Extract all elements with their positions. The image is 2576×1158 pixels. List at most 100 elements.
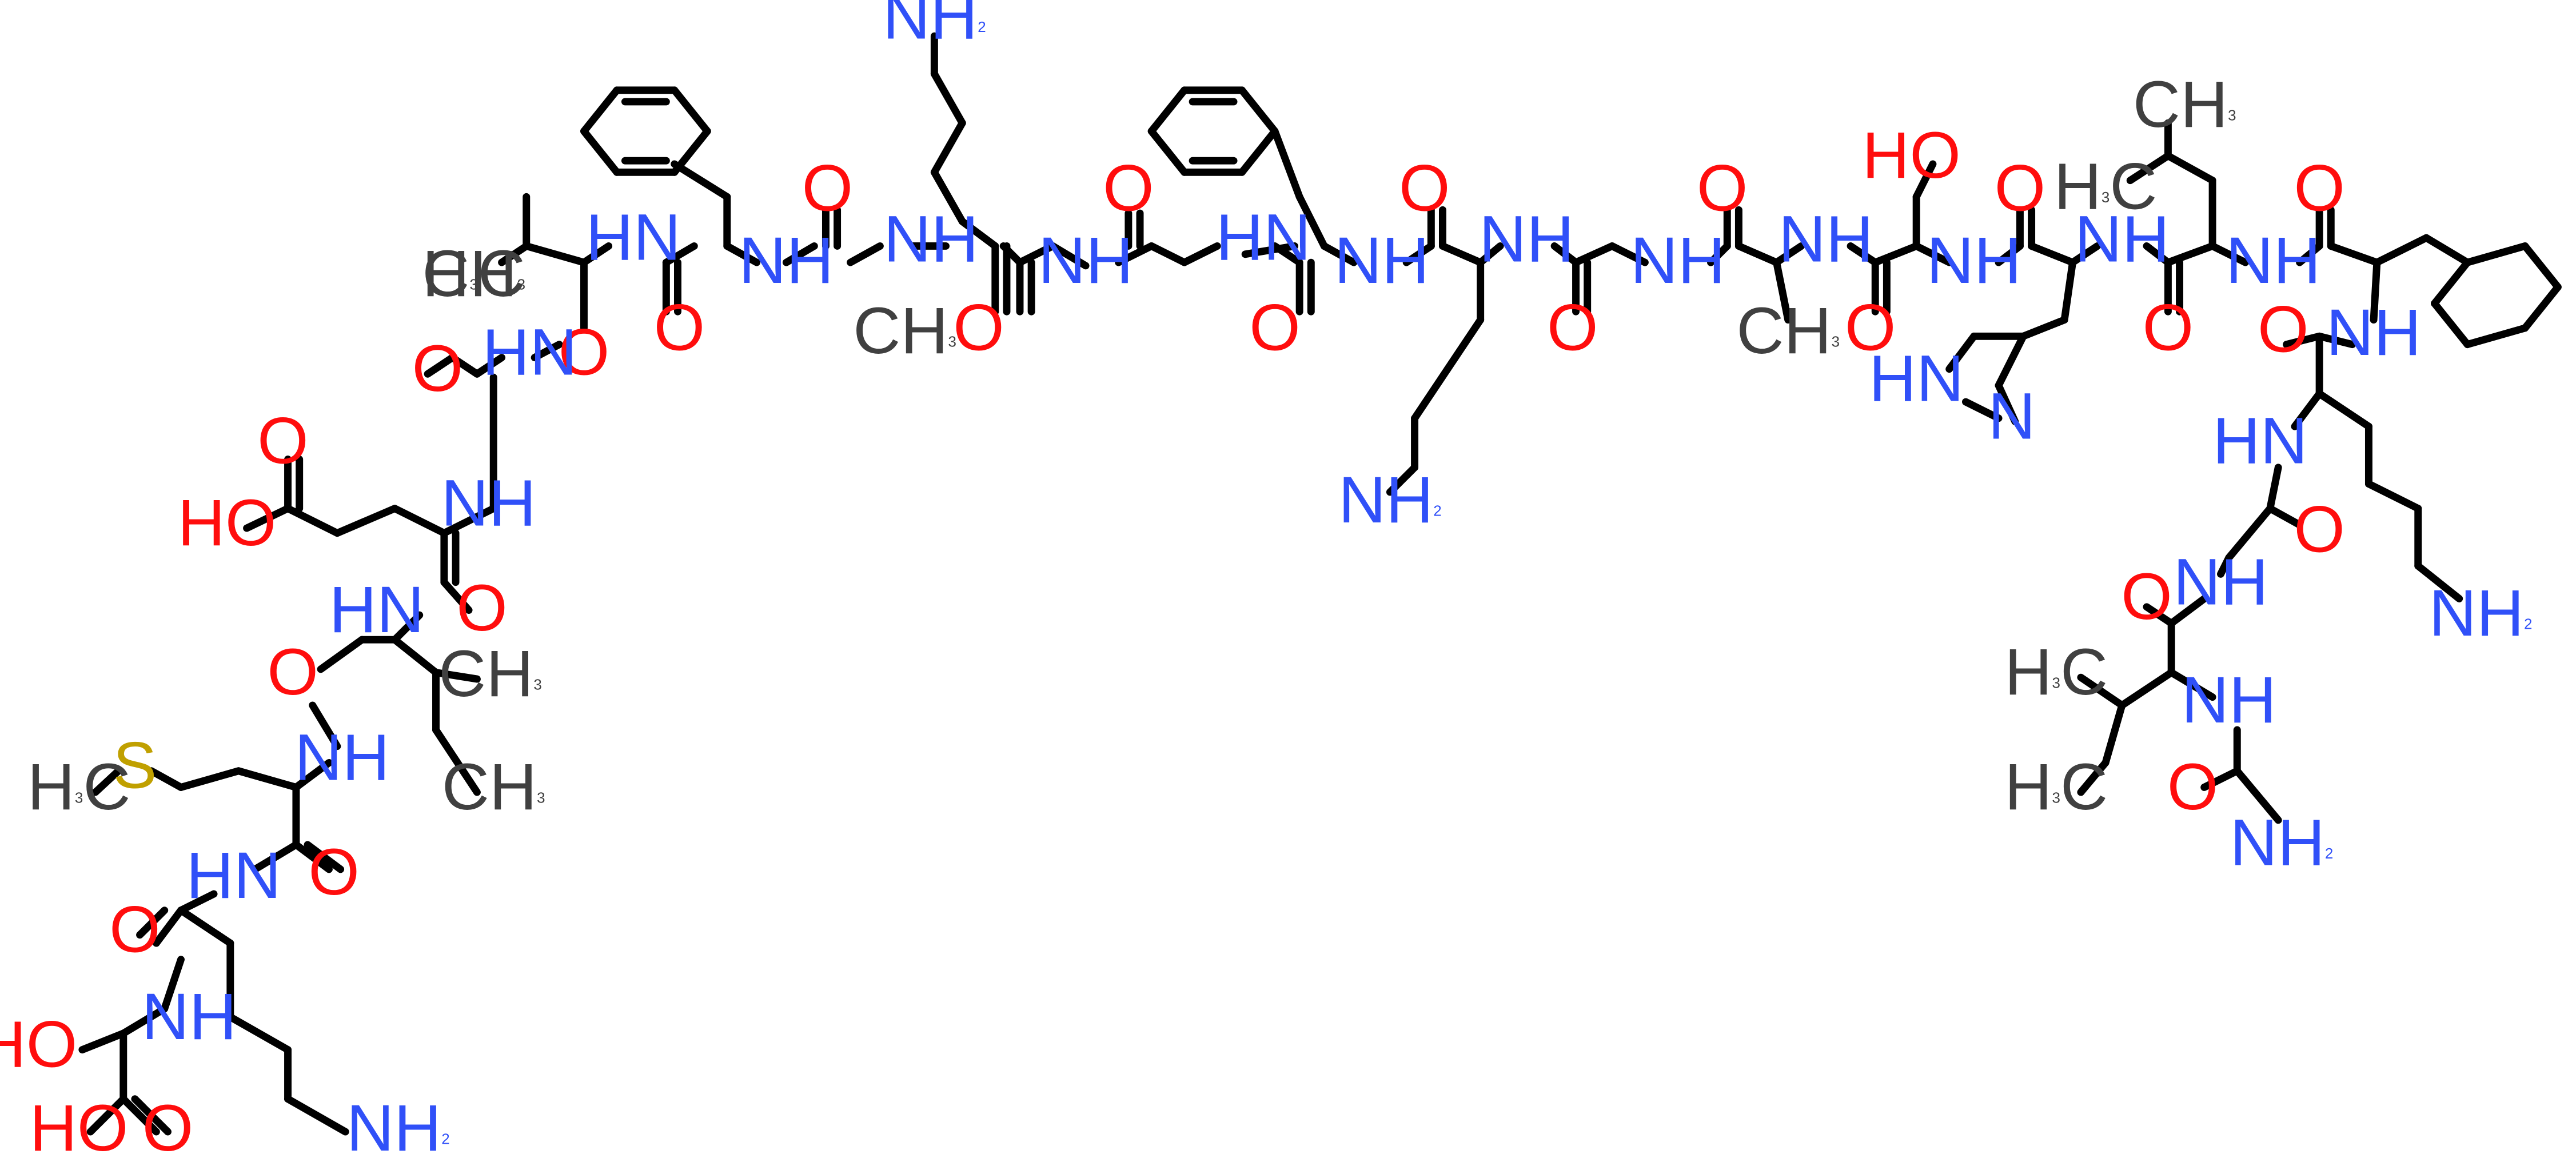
bond-line [119,1095,160,1136]
bond-line [671,86,711,135]
bond-line [1995,242,2024,266]
atom-label-nh_lys3: NH [1479,203,1574,276]
atom-label-ho_ser1b: HO [30,1092,129,1158]
bond-line [432,726,481,796]
bond-line [177,890,218,915]
atom-label-nh_lys1: NH [142,980,237,1053]
atom-label-nh2_lys2_top: NH2 [883,0,986,53]
atom-label-nh2_lys4: NH2 [2429,577,2533,650]
atom-label-me_leu2: H3C [2054,150,2158,223]
bond-line [1241,242,1298,258]
atom-label-o_gly4: O [1547,292,1598,365]
bond-line [1238,86,1279,135]
bond-line [147,767,185,791]
bond-line [2521,283,2562,332]
bond-line [2167,669,2216,701]
bond-line [580,242,613,266]
atom-label-hn_lys4: HN [2212,405,2307,478]
bond-line [531,341,563,362]
bond-line [723,242,761,266]
bond-line [2431,300,2471,349]
atom-label-o_lys1: O [109,893,161,967]
bond-line [1238,127,1279,176]
atom-label-hn_gly2: HN [482,316,577,389]
bond-line [1115,242,1155,266]
atom-label-me_ile1a: CH3 [438,638,542,711]
bond-line [432,669,481,683]
atom-label-nh_gly4: NH [1630,224,1725,297]
atom-label-me_ala1: CH3 [853,295,956,368]
atom-label-o_glu: O [456,572,508,645]
atom-label-me_leu1: CH3 [2133,69,2236,142]
atom-label-ho_glu: HO [178,486,277,560]
atom-label-o_lys2: O [953,292,1004,365]
bond-line [2077,673,2126,709]
atom-label-o_gly5: O [2294,493,2345,566]
atom-label-me_met: H3C [27,751,131,824]
atom-label-nh_glu: NH [441,467,536,540]
atom-label-o_met: O [308,836,360,909]
atom-label-hn_imid: HN [1869,342,1964,416]
atom-label-o_gly2: O [412,333,464,406]
bond-line [958,217,999,250]
bond-line [999,242,1024,266]
bond-line [671,160,731,201]
bond-line [2431,258,2471,308]
atom-label-o_phe1: O [654,292,705,365]
atom-label-me_ile1b: CH3 [442,751,545,824]
atom-label-nh_ala1: NH [883,203,978,276]
atom-label-me_ala2: CH3 [1736,295,1840,368]
bond-layer [78,32,2562,1136]
atom-label-o_ser1: O [142,1092,194,1158]
bond-line [292,758,333,791]
atom-label-s_met: S [113,729,157,802]
atom-label-hn_phe1: HN [586,201,681,274]
atom-label-o_leu: O [2143,292,2194,365]
bond-line [226,1013,292,1054]
bond-line [1147,127,1189,176]
atom-label-nh_ile2: NH [2182,664,2276,737]
bond-line [580,127,621,176]
bond-line [2521,242,2562,291]
atom-label-o_lys3: O [1399,152,1450,225]
bond-line [2233,767,2282,824]
atom-label-nh_gly5: NH [2173,546,2268,619]
bond-line [580,86,621,135]
atom-label-o_lys4: O [2258,293,2309,366]
bond-line [2283,332,2323,349]
bond-line [1995,381,2019,425]
bond-line [2327,242,2381,266]
atom-label-o_ile1: O [267,636,318,709]
bond-line [930,70,966,127]
bond-line [1945,332,1978,373]
bond-line [2102,701,2126,766]
bond-line [671,127,711,176]
bond-line [662,242,698,266]
bond-line [1608,242,1649,266]
bond-line [2069,242,2102,266]
bond-line [317,636,366,673]
bond-line [119,1005,169,1037]
bond-line [2200,767,2241,791]
bond-line [152,907,185,947]
bond-line [930,168,966,225]
bond-line [1181,242,1221,266]
bond-line [440,505,497,537]
atom-label-o_ala2: O [1697,152,1748,225]
bond-line [391,505,448,537]
atom-label-nh2_lys1: NH2 [346,1092,450,1158]
bond-line [1962,398,2003,422]
bond-line [2118,669,2175,709]
bond-line [2167,594,2208,627]
bond-line [782,242,818,266]
bond-line [2315,390,2372,430]
bond-line [1773,242,1805,266]
bond-line [2225,505,2274,562]
bond-line [1147,242,1189,266]
bond-line [1386,464,1419,496]
bond-line [1734,242,1781,266]
bond-line [1402,242,1435,266]
bond-line [2364,480,2422,513]
bond-line [1847,242,1879,266]
bond-line [1443,316,1485,373]
